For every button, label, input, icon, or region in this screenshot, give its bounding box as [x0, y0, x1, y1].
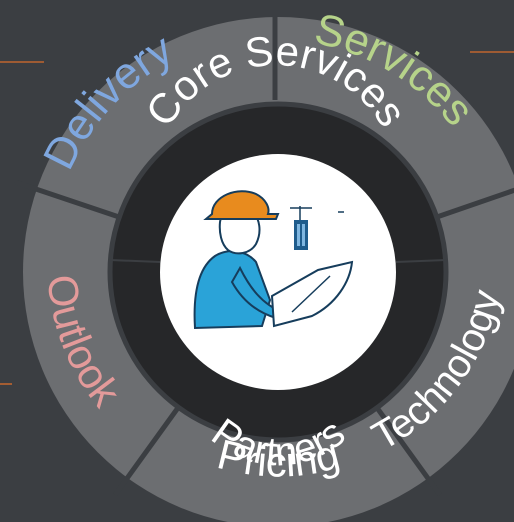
center-circle: [160, 154, 396, 390]
inner-ring-divider-right: [395, 259, 447, 263]
building-window: [302, 224, 305, 246]
segment-label-pricing: Pricing: [213, 430, 344, 485]
separator-pricing-outlook: [112, 403, 183, 497]
building-window: [297, 224, 300, 246]
building-icon: [290, 206, 344, 250]
separator-services-technology: [433, 187, 514, 221]
separator-outlook-delivery: [14, 179, 123, 221]
hard-hat-icon: [203, 190, 280, 220]
engineer-with-blueprint-icon: [193, 190, 354, 330]
separator-technology-pricing: [372, 403, 443, 497]
blueprint-fold: [291, 275, 331, 313]
inner-ring-divider-left: [109, 259, 161, 263]
building-tower: [294, 220, 308, 250]
segment-separators: [14, 0, 514, 497]
engineer-shirt: [193, 250, 272, 330]
